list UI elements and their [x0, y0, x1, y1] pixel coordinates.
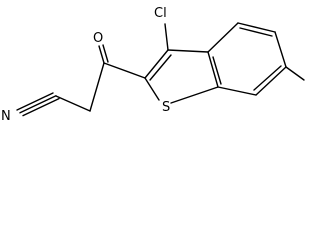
benzene-c6-c7-double-bond-2 [253, 65, 282, 91]
chlorine-bond [164, 23, 169, 51]
atom-labels: Cl O S N [1, 6, 170, 122]
ch2-carbonyl-bond [89, 62, 105, 112]
benzene-c4-c5-double-bond-2 [239, 27, 273, 37]
carbonyl-double-bond-1 [98, 45, 105, 64]
thiophene-c3a-c7a-bond [207, 51, 219, 88]
nitrile-triple-bond-2 [16, 92, 54, 111]
thiophene-c2-c3-double-bond-2 [149, 54, 172, 81]
methyl-bond [285, 66, 305, 81]
benzene-c6-c7-double-bond-1 [255, 66, 287, 96]
benzene-c4-c5-double-bond-1 [237, 22, 276, 33]
thiophene-c2-c3-double-bond-1 [144, 49, 169, 79]
benzene-c3a-c7a-inner-bond [212, 56, 222, 85]
thiophene-s-c2-bond [144, 77, 160, 101]
thiophene-c3-c3a-bond [167, 49, 209, 53]
bonds [16, 22, 305, 117]
nitrile-triple-bond-1 [19, 95, 57, 114]
chemical-structure: Cl O S N [1, 6, 305, 122]
benzene-c7-c7a-bond [217, 86, 257, 96]
benzene-c3a-c4-bond [207, 22, 239, 53]
carbonyl-thiophene-bond [103, 62, 146, 79]
nitrile-triple-bond-3 [22, 97, 60, 117]
cyano-ch2-bond [55, 95, 91, 112]
oxygen-label: O [93, 31, 103, 46]
nitrogen-label: N [1, 109, 11, 122]
chlorine-label: Cl [154, 6, 167, 21]
benzene-c5-c6-bond [274, 31, 287, 68]
sulfur-label: S [162, 100, 170, 115]
carbonyl-double-bond-2 [102, 44, 109, 63]
thiophene-c7a-s-bond [170, 86, 219, 104]
